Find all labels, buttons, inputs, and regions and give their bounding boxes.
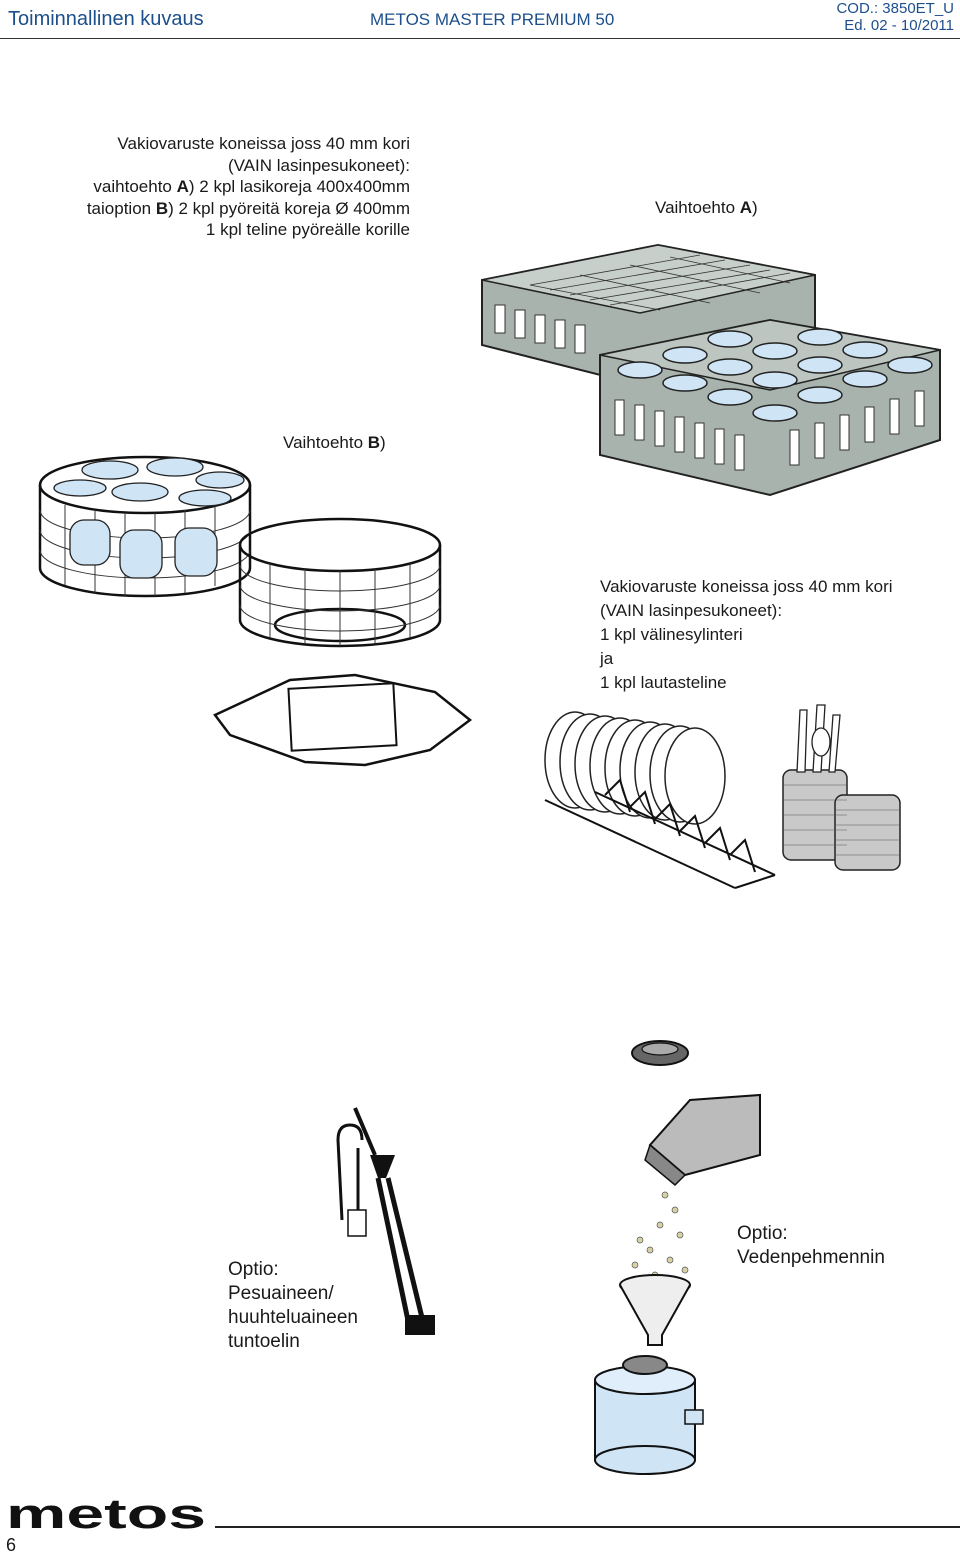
block2-line: 1 kpl lautasteline	[600, 673, 727, 692]
block2-line: ja	[600, 649, 614, 668]
water-softener-illustration	[594, 1040, 761, 1475]
option-a-label: Vaihtoehto A)	[655, 198, 758, 217]
option-water-softener-text: Optio: Vedenpehmennin	[737, 1222, 885, 1270]
model-title: METOS MASTER PREMIUM 50	[370, 10, 615, 29]
option-line: tuntoelin	[228, 1331, 300, 1352]
block2-line: (VAIN lasinpesukoneet):	[600, 601, 783, 620]
section-title: Toiminnallinen kuvaus	[8, 8, 204, 30]
option-line: Optio:	[228, 1259, 279, 1280]
option-line: Vedenpehmennin	[737, 1247, 885, 1268]
block1-line: vaihtoehto A) 2 kpl lasikoreja 400x400mm	[93, 177, 410, 196]
option-line: huuhteluaineen	[228, 1307, 358, 1328]
plate-rack-and-cutlery-cylinders-illustration	[544, 704, 901, 889]
header-rule	[0, 38, 960, 39]
option-line: Pesuaineen/	[228, 1283, 334, 1304]
block1-line: Vakiovaruste koneissa joss 40 mm kori	[117, 134, 410, 153]
option-b-label: Vaihtoehto B)	[283, 433, 386, 452]
round-baskets-illustration	[38, 455, 473, 767]
block2-line: Vakiovaruste koneissa joss 40 mm kori	[600, 577, 893, 596]
square-glass-baskets-illustration	[481, 243, 941, 497]
standard-equipment-text-b: Vakiovaruste koneissa joss 40 mm kori (V…	[600, 575, 940, 695]
standard-equipment-text-a: Vakiovaruste koneissa joss 40 mm kori (V…	[60, 133, 410, 241]
code-text: COD.: 3850ET_U	[836, 0, 954, 17]
option-detergent-sensor-text: Optio: Pesuaineen/ huuhteluaineen tuntoe…	[228, 1258, 358, 1354]
detergent-sensor-illustration	[336, 1107, 435, 1335]
metos-logo: metos	[6, 1498, 206, 1532]
svg-text:metos: metos	[6, 1498, 206, 1532]
document-code: COD.: 3850ET_U Ed. 02 - 10/2011	[836, 0, 954, 34]
block1-line: 1 kpl teline pyöreälle korille	[205, 220, 410, 239]
option-line: Optio:	[737, 1223, 788, 1244]
page-number: 6	[6, 1535, 17, 1555]
footer-rule	[215, 1526, 960, 1528]
block1-line: taioption B) 2 kpl pyöreitä koreja Ø 400…	[86, 198, 410, 218]
block1-line: (VAIN lasinpesukoneet):	[227, 155, 410, 175]
block2-line: 1 kpl välinesylinteri	[600, 625, 743, 644]
edition-text: Ed. 02 - 10/2011	[844, 17, 954, 34]
